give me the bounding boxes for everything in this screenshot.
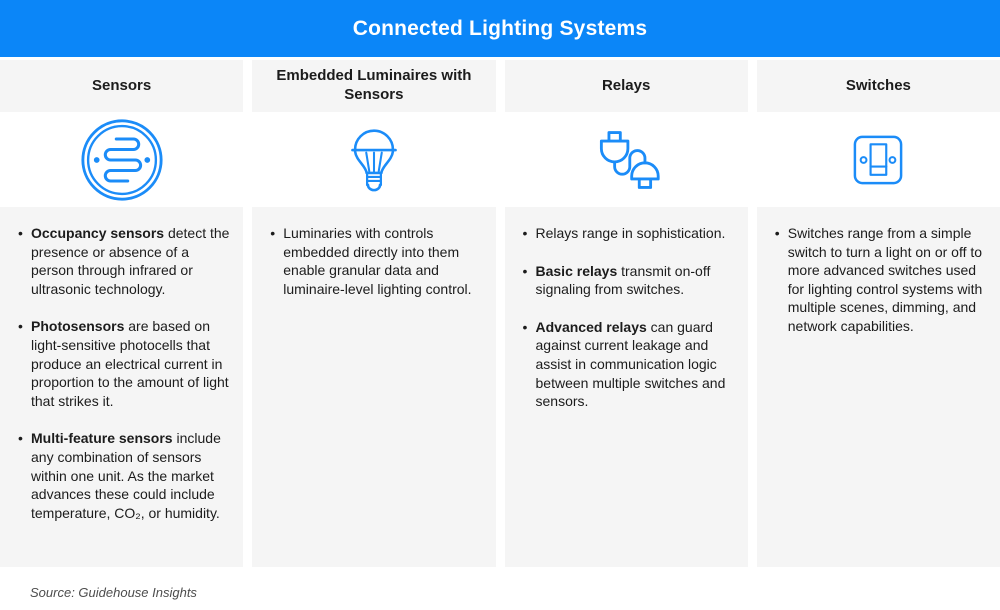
column-header-embedded-luminaires: Embedded Luminaires with Sensors	[252, 60, 496, 112]
bullet-text: are based on light-sensitive photocells …	[31, 318, 229, 409]
bullet-item: Occupancy sensors detect the presence or…	[17, 224, 232, 298]
embedded-luminaires-content: Luminaries with controls embedded direct…	[252, 207, 496, 567]
bullet-text: transmit on-off signaling from switches.	[535, 262, 711, 298]
bullet-item: Multi-feature sensors include any combin…	[17, 429, 232, 522]
column-header-switches: Switches	[756, 60, 1000, 112]
bullet-lead: Photosensors	[31, 318, 125, 335]
bullet-lead: Advanced relays	[535, 318, 647, 335]
bullet-item: Photosensors are based on light-sensitiv…	[17, 317, 232, 410]
bullet-text: Relays range in sophistication.	[535, 225, 726, 241]
bullet-list: Luminaries with controls embedded direct…	[269, 224, 484, 298]
bullet-list: Relays range in sophistication. Basic re…	[522, 224, 737, 411]
bullet-list: Switches range from a simple switch to t…	[774, 224, 989, 336]
light-switch-icon	[854, 135, 903, 184]
icons-row	[0, 112, 1000, 207]
sensors-icon-cell	[0, 112, 244, 207]
bullet-text: Luminaries with controls embedded direct…	[283, 225, 472, 297]
bullet-list: Occupancy sensors detect the presence or…	[17, 224, 232, 522]
bullet-lead: Basic relays	[535, 262, 618, 279]
bullet-item: Relays range in sophistication.	[522, 224, 737, 243]
bullet-lead: Multi-feature sensors	[31, 430, 173, 447]
bullet-item: Basic relays transmit on-off signaling f…	[522, 262, 737, 299]
title-band: Connected Lighting Systems	[0, 0, 1000, 57]
relays-content: Relays range in sophistication. Basic re…	[504, 207, 748, 567]
sensors-content: Occupancy sensors detect the presence or…	[0, 207, 244, 567]
bullet-item: Switches range from a simple switch to t…	[774, 224, 989, 336]
column-header-relays: Relays	[504, 60, 748, 112]
column-header-sensors: Sensors	[0, 60, 244, 112]
footer: Source: Guidehouse Insights	[0, 567, 1000, 602]
bullet-text: can guard against current leakage and as…	[535, 318, 726, 410]
embedded-luminaires-icon-cell	[252, 112, 496, 207]
switches-content: Switches range from a simple switch to t…	[756, 207, 1000, 567]
bullet-text: detect the presence or absence of a pers…	[31, 225, 230, 297]
photocell-sensor-icon	[81, 118, 163, 201]
bullet-lead: Occupancy sensors	[31, 225, 165, 241]
bullet-item: Advanced relays can guard against curren…	[522, 318, 737, 411]
bullet-item: Luminaries with controls embedded direct…	[269, 224, 484, 298]
bullet-text: include any combination of sensors withi…	[31, 430, 221, 521]
relays-icon-cell	[504, 112, 748, 207]
led-bulb-icon	[351, 129, 397, 191]
page-title: Connected Lighting Systems	[352, 16, 648, 40]
cable-plug-icon	[600, 130, 660, 189]
source-note: Source: Guidehouse Insights	[30, 585, 197, 600]
switches-icon-cell	[756, 112, 1000, 207]
column-headers-row: Sensors Embedded Luminaires with Sensors…	[0, 60, 1000, 112]
content-row: Occupancy sensors detect the presence or…	[0, 207, 1000, 567]
bullet-text: Switches range from a simple switch to t…	[787, 225, 983, 334]
